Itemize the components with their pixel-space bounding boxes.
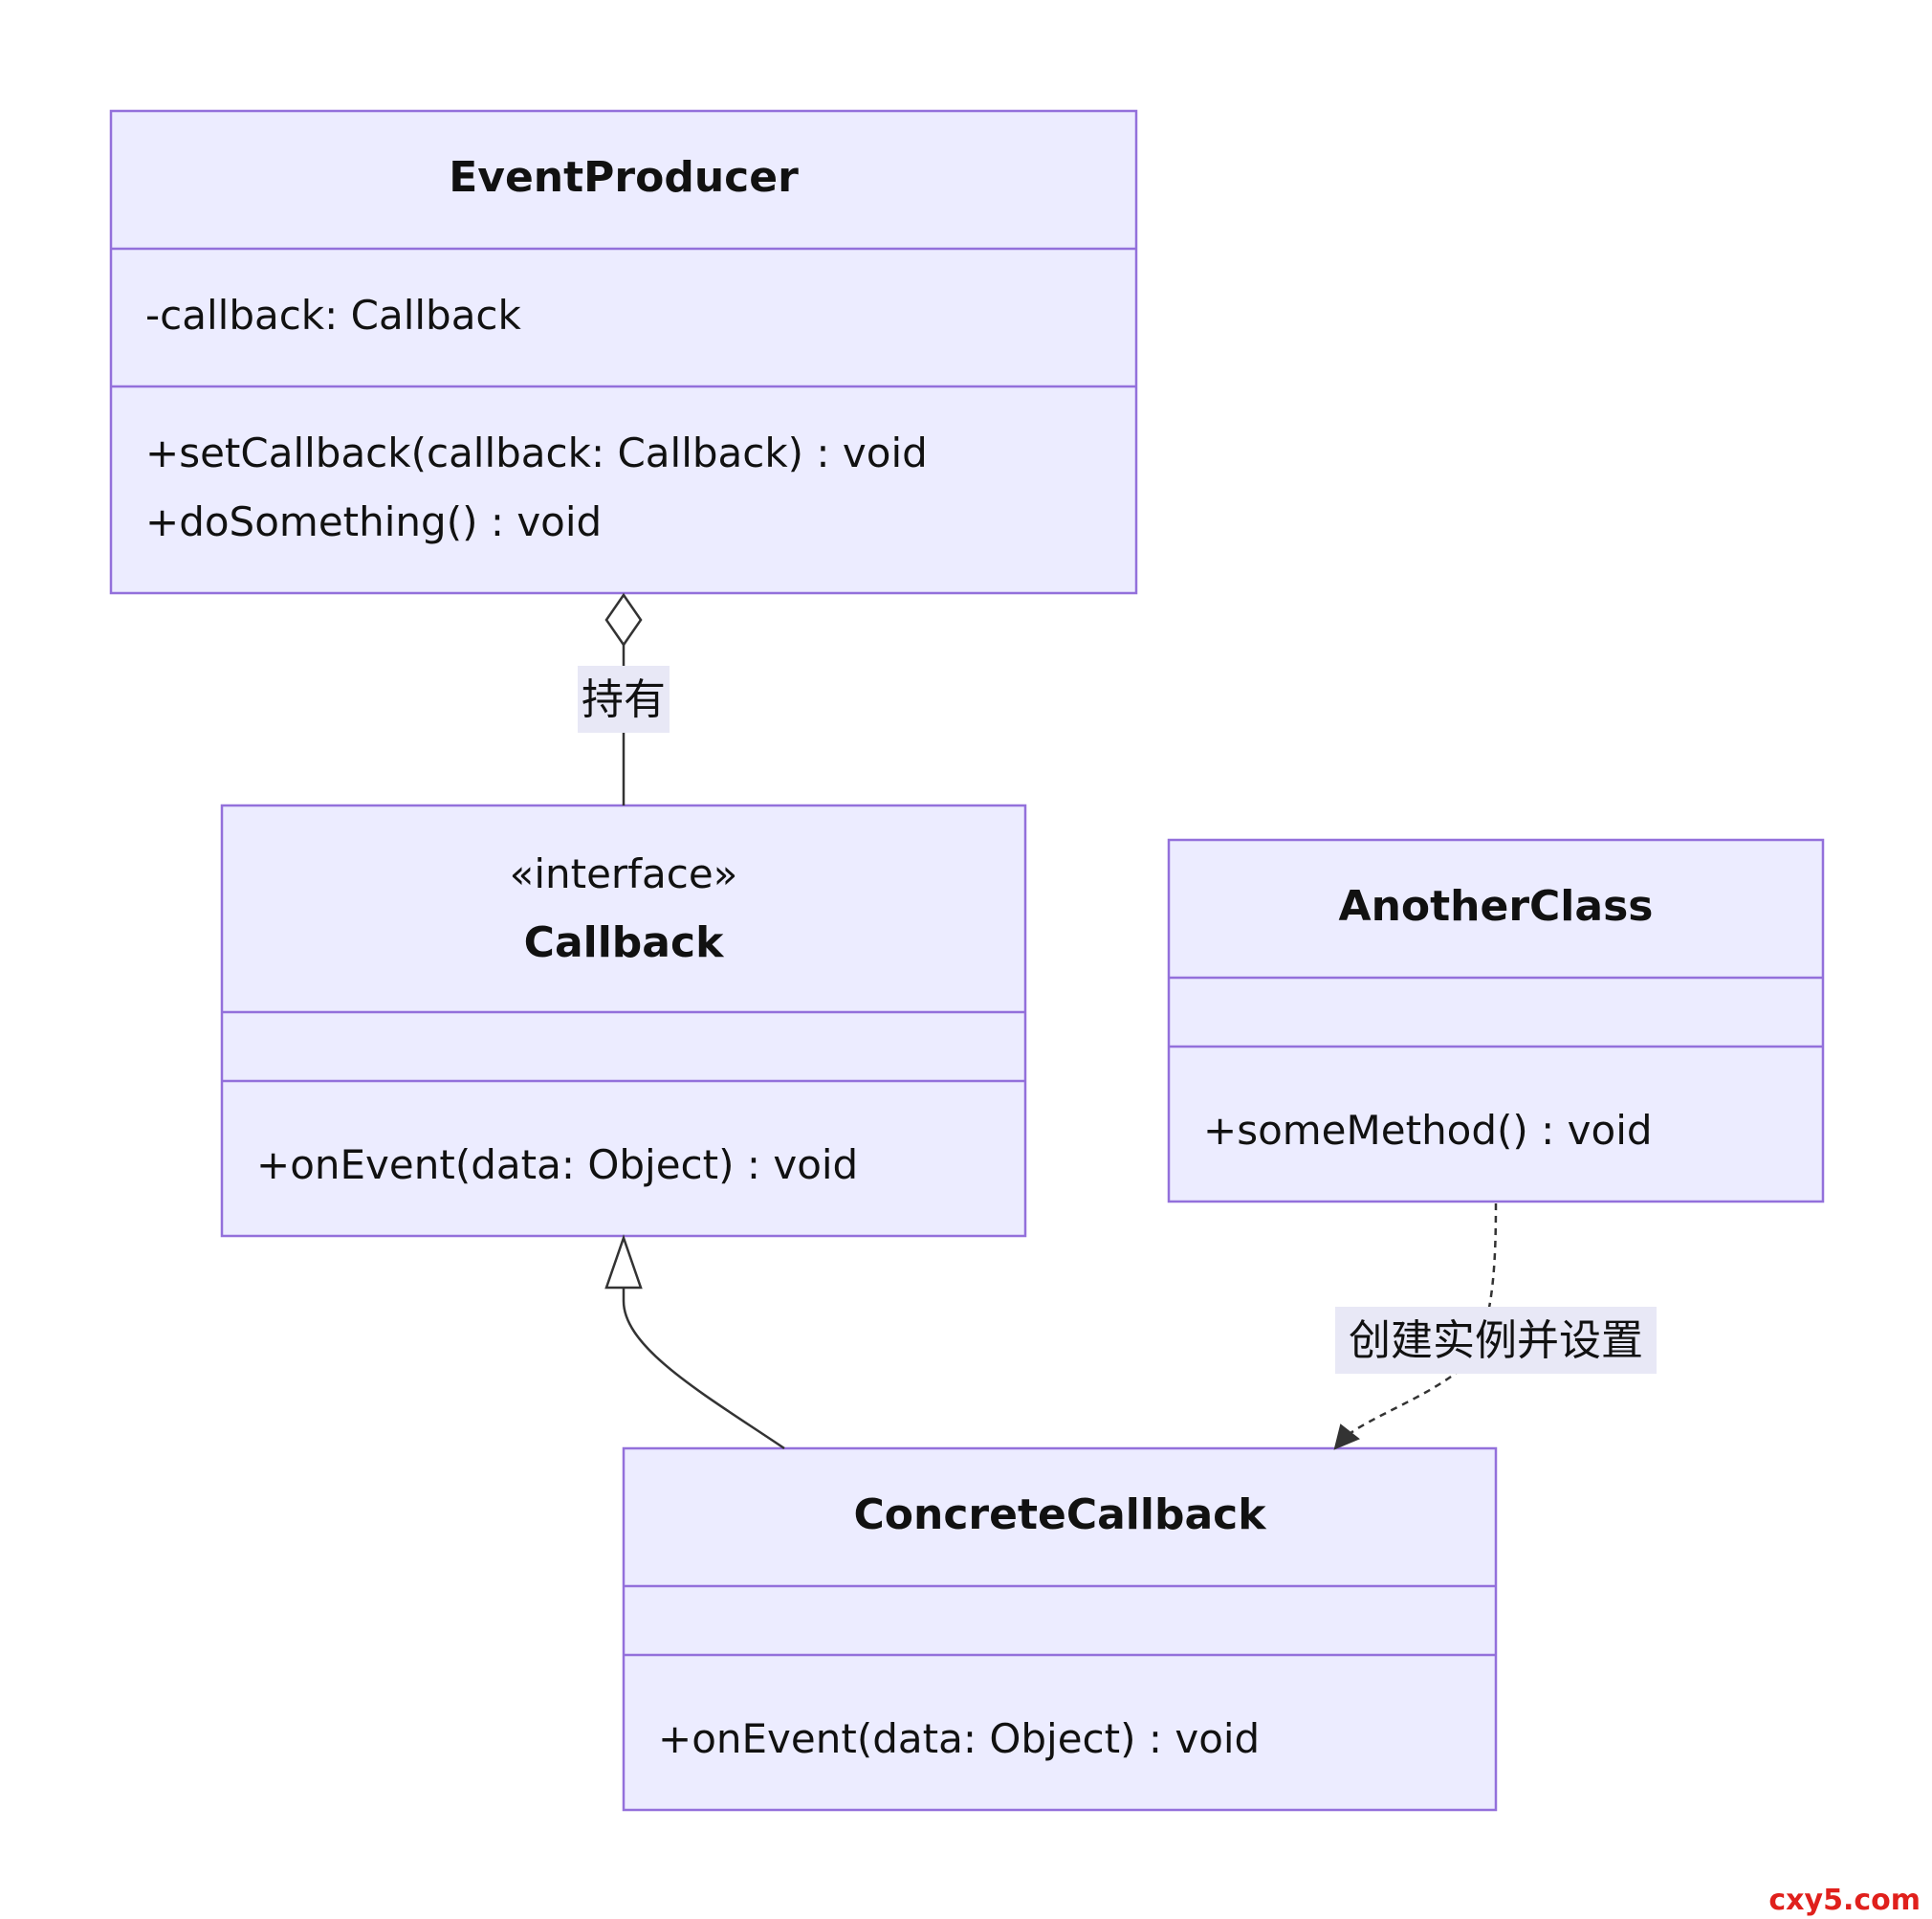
class-callback[interactable]: «interface» Callback +onEvent(data: Obje… bbox=[220, 804, 1027, 1238]
class-stereotype: «interface» bbox=[510, 850, 738, 897]
class-method: +someMethod() : void bbox=[1203, 1107, 1653, 1154]
class-another-class[interactable]: AnotherClass +someMethod() : void bbox=[1167, 838, 1825, 1203]
class-method: +doSomething() : void bbox=[145, 498, 602, 545]
edge-realization[interactable] bbox=[604, 1234, 785, 1450]
class-method: +onEvent(data: Object) : void bbox=[658, 1715, 1260, 1762]
class-name: Callback bbox=[524, 918, 725, 967]
edge-label: 持有 bbox=[582, 675, 666, 724]
class-name: ConcreteCallback bbox=[853, 1490, 1267, 1539]
aggregation-diamond-icon bbox=[604, 592, 643, 648]
class-box bbox=[220, 804, 1027, 1238]
edge-label: 创建实例并设置 bbox=[1349, 1316, 1643, 1365]
edge-dependency[interactable]: 创建实例并设置 bbox=[1333, 1202, 1657, 1450]
edge-label-background bbox=[578, 666, 670, 733]
class-name: AnotherClass bbox=[1339, 882, 1654, 931]
class-name: EventProducer bbox=[449, 153, 799, 202]
class-concrete-callback[interactable]: ConcreteCallback +onEvent(data: Object) … bbox=[622, 1446, 1498, 1812]
edge-aggregation[interactable]: 持有 bbox=[578, 592, 670, 805]
class-event-producer[interactable]: EventProducer -callback: Callback +setCa… bbox=[109, 109, 1138, 595]
dependency-arrowhead-icon bbox=[1333, 1423, 1360, 1450]
class-attribute: -callback: Callback bbox=[145, 292, 522, 339]
class-box bbox=[109, 109, 1138, 595]
class-box bbox=[622, 1446, 1498, 1812]
class-method: +onEvent(data: Object) : void bbox=[256, 1141, 858, 1188]
edge-line bbox=[622, 1288, 785, 1450]
watermark: cxy5.com bbox=[1768, 1884, 1921, 1917]
class-box bbox=[1167, 838, 1825, 1203]
realization-triangle-icon bbox=[604, 1234, 643, 1290]
class-method: +setCallback(callback: Callback) : void bbox=[145, 430, 928, 476]
edge-label-background bbox=[1335, 1307, 1657, 1374]
